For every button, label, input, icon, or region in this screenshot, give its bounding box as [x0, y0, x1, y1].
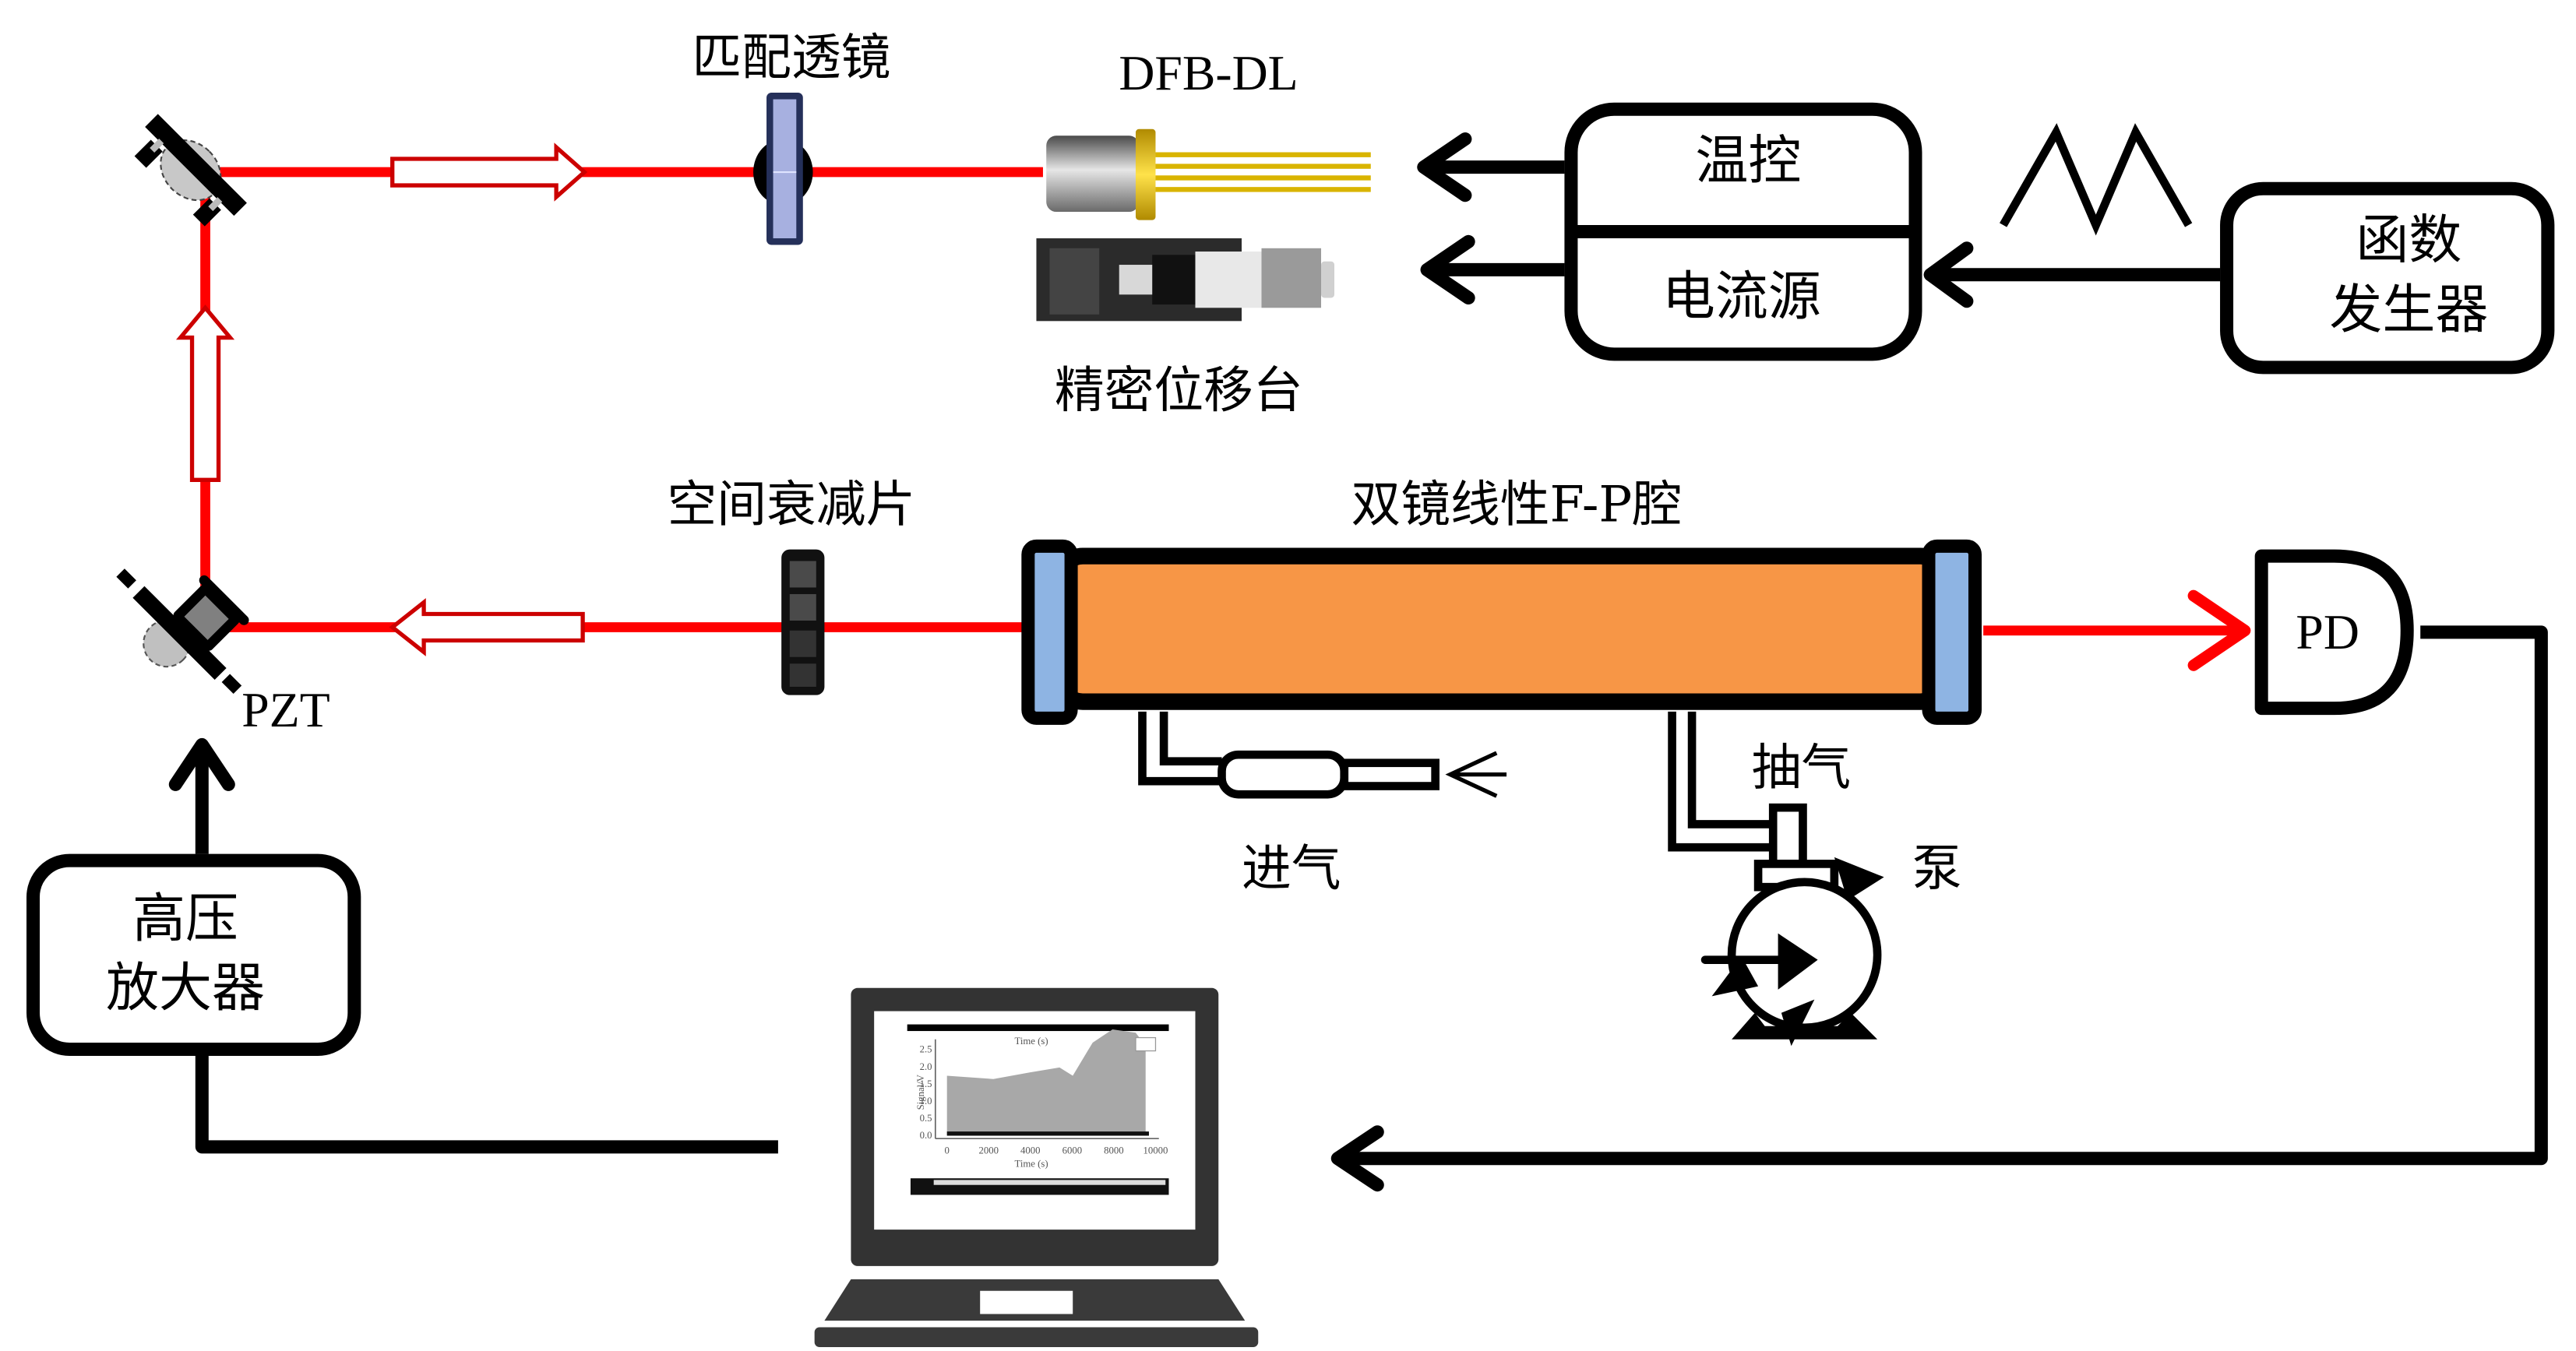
gas-inlet: [1138, 711, 1507, 799]
control-arrow-to-stage: [1420, 234, 1565, 305]
laser-controller: 温控 电流源: [1564, 102, 1922, 361]
control-arrow-to-current-source: [1923, 241, 2221, 308]
mini-chart-y-tick: 0.0: [920, 1130, 932, 1141]
gas-outlet-label: 抽气: [1752, 739, 1852, 797]
gas-outlet-pipe: [1668, 711, 1772, 852]
mini-chart-topbar: [907, 1024, 1169, 1032]
beam-arrowhead: [2187, 589, 2251, 671]
mini-chart-y-ticks: 0.0 0.5 1.0 1.5 2.0 2.5: [920, 1044, 932, 1142]
mirror-mount-icon: [134, 114, 247, 227]
attenuator-icon: [781, 549, 825, 695]
cavity-mirror-input: [1021, 539, 1078, 725]
hv-amplifier-label-line2: 放大器: [106, 958, 265, 1019]
function-generator: 函数 发生器: [2220, 181, 2555, 375]
gas-inlet-label: 进气: [1242, 840, 1341, 898]
mini-chart-x-tick: 2000: [978, 1145, 999, 1156]
attenuator-label: 空间衰减片: [668, 476, 916, 533]
hv-amplifier-box: [26, 853, 361, 1056]
beam-direction-arrow-up: [175, 304, 235, 482]
current-source-label: 电流源: [1662, 266, 1821, 328]
mini-chart-x-tick: 8000: [1104, 1145, 1124, 1156]
mini-chart-y-tick: 0.5: [920, 1113, 932, 1124]
signal-wire-detector-to-laptop: [1330, 625, 2548, 1192]
photodetector-icon: [2254, 549, 2414, 716]
pzt-mirror-icon: [116, 568, 249, 695]
laser-diode-icon: [1046, 128, 1371, 220]
beam-direction-arrow-left: [389, 598, 585, 656]
laser-label: DFB-DL: [1119, 45, 1298, 100]
mini-chart-y-tick: 2.0: [920, 1061, 932, 1072]
control-arrow-to-pzt: [168, 737, 235, 854]
mini-chart-x-tick: 6000: [1062, 1145, 1083, 1156]
temperature-control-label: 温控: [1695, 131, 1801, 192]
beam-path: [200, 167, 2251, 671]
hv-amplifier: 高压 放大器: [26, 853, 361, 1056]
laptop-mini-chart: Time (s) Signal/V Time (s) 0.0 0.5 1.0 1.5 2…: [907, 1024, 1169, 1195]
function-generator-label-line1: 函数: [2356, 210, 2461, 272]
matching-lens-label: 匹配透镜: [692, 30, 890, 87]
function-generator-label-line2: 发生器: [2329, 280, 2488, 341]
mini-chart-x-tick: 4000: [1020, 1145, 1041, 1156]
mini-chart-y-tick: 1.0: [920, 1096, 932, 1106]
precision-stage-label: 精密位移台: [1055, 362, 1303, 420]
function-generator-box: [2220, 181, 2555, 375]
control-arrow-to-laser: [1417, 132, 1565, 202]
pzt-label: PZT: [241, 682, 329, 737]
cavity-body: [1051, 547, 1952, 710]
pump-label: 泵: [1912, 840, 1962, 898]
fp-cavity: [1021, 539, 1982, 725]
mini-chart-title: Time (s): [1015, 1036, 1048, 1047]
mini-chart-y-tick: 1.5: [920, 1078, 932, 1089]
pump-icon: [1700, 803, 1884, 1047]
mini-chart-x-ticks: 0 2000 4000 6000 8000 10000: [944, 1145, 1168, 1156]
mini-chart-area: [946, 1029, 1146, 1135]
detector-label: PD: [2296, 604, 2359, 660]
mini-chart-ylabel: Signal/V: [915, 1074, 926, 1110]
lens-icon: [753, 93, 813, 245]
triangle-wave-icon: [2000, 123, 2193, 236]
mini-chart-xlabel: Time (s): [1015, 1158, 1048, 1169]
mini-chart-y-tick: 2.5: [920, 1044, 932, 1055]
micrometer-stage-icon: [1036, 238, 1335, 322]
cavity-label: 双镜线性F-P腔: [1351, 476, 1683, 533]
hv-amplifier-label-line1: 高压: [132, 888, 238, 950]
cavity-mirror-output: [1922, 539, 1982, 725]
mini-chart-x-tick: 10000: [1144, 1145, 1168, 1156]
beam-direction-arrow-right: [390, 142, 588, 202]
signal-wire-laptop-to-amplifier: [195, 1055, 778, 1154]
mini-chart-x-tick: 0: [944, 1145, 949, 1156]
